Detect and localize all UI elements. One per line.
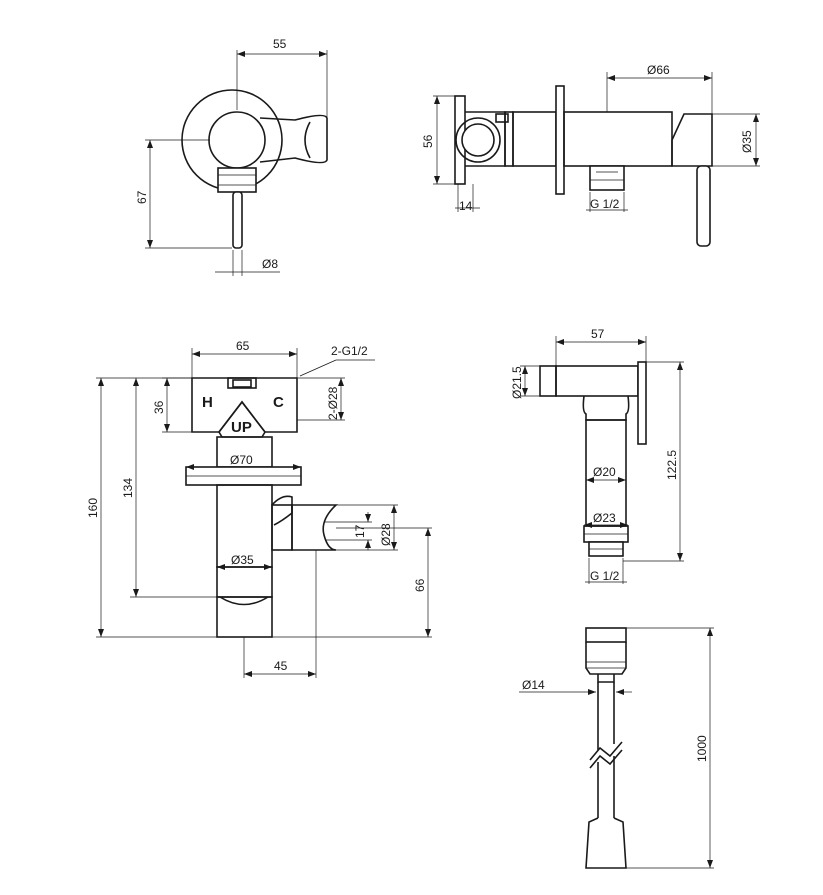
- dim-160: 160: [86, 498, 100, 518]
- dim-1000: 1000: [695, 735, 709, 762]
- label-up: UP: [231, 419, 252, 436]
- dim-23: Ø23: [593, 511, 616, 525]
- dim-21-5: Ø21.5: [510, 366, 524, 399]
- hand-shower-view: [520, 336, 684, 584]
- dim-28: Ø28: [379, 523, 393, 546]
- side-view: [433, 72, 760, 247]
- dim-35: Ø35: [740, 130, 754, 153]
- dim-g12-top: G 1/2: [590, 197, 620, 211]
- dim-35-body: Ø35: [231, 553, 254, 567]
- dim-57: 57: [591, 327, 605, 341]
- dim-56: 56: [421, 134, 435, 148]
- dim-70: Ø70: [230, 453, 253, 467]
- dim-8: Ø8: [262, 257, 278, 271]
- hose-view: [519, 627, 714, 869]
- dim-36: 36: [152, 400, 166, 414]
- dim-122-5: 122.5: [665, 450, 679, 480]
- label-c: C: [273, 394, 284, 411]
- dim-67: 67: [135, 190, 149, 204]
- dim-134: 134: [121, 478, 135, 498]
- dim-14-hose: Ø14: [522, 678, 545, 692]
- dim-65: 65: [236, 339, 250, 353]
- dim-17: 17: [353, 524, 367, 538]
- dim-66-holder: 66: [413, 578, 427, 592]
- dim-14: 14: [459, 199, 473, 213]
- dim-55: 55: [273, 37, 287, 51]
- dim-g12-shower: G 1/2: [590, 569, 620, 583]
- label-h: H: [202, 394, 213, 411]
- front-view: [145, 50, 328, 276]
- dim-2-28: 2-Ø28: [326, 386, 340, 420]
- top-view: [96, 348, 432, 678]
- dim-20: Ø20: [593, 465, 616, 479]
- dim-45: 45: [274, 659, 288, 673]
- dim-2-g12: 2-G1/2: [331, 344, 368, 358]
- dim-66: Ø66: [647, 63, 670, 77]
